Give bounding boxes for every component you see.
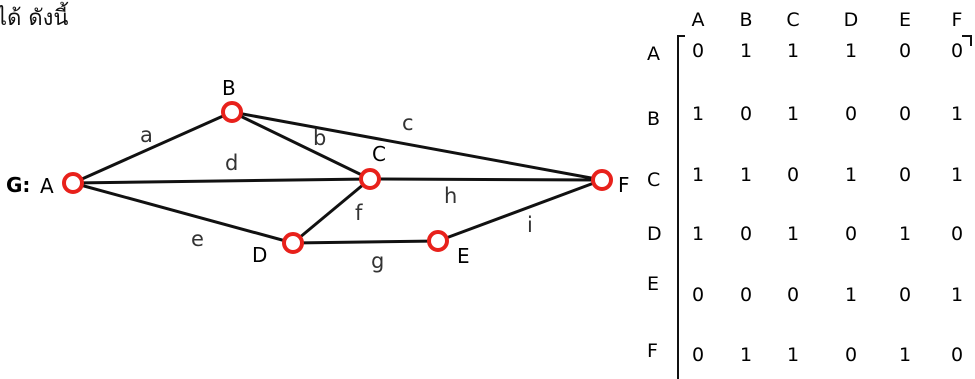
edge-b [231,110,371,181]
matrix-cell: 1 [951,284,963,306]
matrix-cell: 0 [692,344,704,366]
adjacency-matrix: A B C D E F A B C D E F 0 1 1 1 0 0 1 0 1 0 0 1 1 1 0 1 0 1 1 0 1 0 1 0 0 0 0 1… [647,9,972,379]
matrix-cell: 0 [899,40,911,62]
intro-text: ได้ ดังนี้ [0,6,69,31]
matrix-col-header-E: E [899,9,911,31]
edge-label-i: i [527,213,533,237]
matrix-cell: 1 [899,344,911,366]
matrix-cell: 1 [845,40,857,62]
matrix-cell: 0 [692,40,704,62]
edge-label-g: g [371,249,384,273]
vertex-label-C: C [372,142,386,166]
matrix-col-header-B: B [739,9,752,31]
vertex-E [427,230,449,252]
matrix-col-header-A: A [692,9,705,31]
matrix-cell: 1 [845,284,857,306]
edge-label-c: c [402,111,414,135]
matrix-left-bracket [677,35,685,379]
edge-label-h: h [444,184,457,208]
edge-a [72,110,233,185]
edge-f [292,177,371,245]
matrix-row-header-C: C [647,169,660,191]
graph-vertex-labels: A B C D E F [40,76,630,268]
matrix-cell: 1 [692,103,704,125]
matrix-col-header-D: D [844,9,859,31]
matrix-row-header-E: E [647,273,659,295]
matrix-col-header-C: C [786,9,799,31]
matrix-row-header-B: B [647,108,660,130]
matrix-cell: 0 [787,164,799,186]
edge-label-d: d [225,151,238,175]
matrix-cell: 0 [951,40,963,62]
edge-label-e: e [191,227,204,251]
edge-e [72,181,294,245]
vertex-F [591,169,613,191]
vertex-B [221,101,243,123]
edge-c [231,110,603,182]
edge-i [437,178,603,243]
edge-label-b: b [313,126,326,150]
vertex-label-A: A [40,174,54,198]
matrix-cell: 1 [899,223,911,245]
graph-edge-labels: a b c d e fg h i [140,111,533,273]
matrix-right-bracket [962,35,972,46]
vertex-label-F: F [618,173,630,197]
matrix-cell: 1 [740,344,752,366]
vertex-A [62,172,84,194]
matrix-cell: 0 [899,103,911,125]
edge-g [292,239,439,245]
matrix-cell: 1 [845,164,857,186]
vertex-label-E: E [457,244,470,268]
matrix-cell: 1 [692,164,704,186]
vertex-D [282,232,304,254]
matrix-cell: 0 [951,344,963,366]
vertex-label-D: D [252,243,267,267]
matrix-cell: 0 [951,223,963,245]
matrix-cell: 1 [692,223,704,245]
matrix-cell: 1 [787,344,799,366]
edge-d [72,177,371,185]
vertex-label-B: B [222,76,236,100]
matrix-cell: 1 [787,103,799,125]
matrix-cell: 0 [845,344,857,366]
matrix-cell: 0 [845,223,857,245]
matrix-cell: 1 [740,40,752,62]
vertex-C [359,168,381,190]
graph-edges [72,110,603,245]
edge-label-a: a [140,123,153,147]
matrix-cell: 0 [899,164,911,186]
matrix-cell: 0 [740,284,752,306]
matrix-row-header-D: D [647,223,662,245]
matrix-cell: 1 [787,223,799,245]
graph-name: G: [6,173,30,197]
matrix-cell: 0 [740,103,752,125]
matrix-cell: 0 [845,103,857,125]
matrix-row-header-A: A [647,43,660,65]
matrix-cell: 1 [951,103,963,125]
matrix-col-header-F: F [952,9,963,31]
matrix-cell: 1 [740,164,752,186]
edge-label-f: f [355,201,363,225]
matrix-cell: 1 [787,40,799,62]
matrix-cell: 1 [951,164,963,186]
matrix-cell: 0 [740,223,752,245]
edge-h [369,177,603,182]
graph-vertices [62,101,613,254]
matrix-row-header-F: F [647,340,658,362]
matrix-cell: 0 [899,284,911,306]
matrix-cell: 0 [692,284,704,306]
matrix-cell: 0 [787,284,799,306]
